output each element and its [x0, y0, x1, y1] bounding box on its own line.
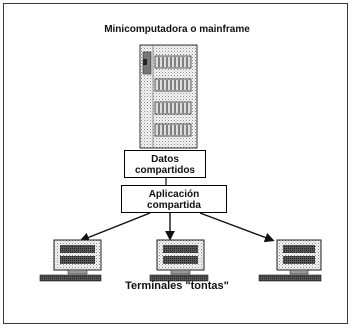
shared-app-box: Aplicación compartida	[121, 185, 227, 213]
arrow-left	[79, 212, 151, 242]
terminal-icon	[39, 239, 102, 282]
terminals-caption: Terminales "tontas"	[125, 280, 229, 292]
shared-data-box: Datos compartidos	[124, 150, 206, 178]
diagram-title: Minicomputadora o mainframe	[104, 24, 250, 35]
shared-data-line-2: compartidos	[134, 165, 195, 176]
shared-app-line-1: Aplicación	[148, 189, 200, 200]
terminal-icon	[258, 239, 322, 282]
arrow-right	[199, 212, 275, 243]
shared-data-line-1: Datos	[151, 154, 179, 165]
shared-app-line-2: compartida	[147, 200, 201, 211]
terminal-icon	[149, 239, 209, 282]
arrows	[79, 212, 275, 243]
mainframe-icon	[139, 44, 198, 149]
